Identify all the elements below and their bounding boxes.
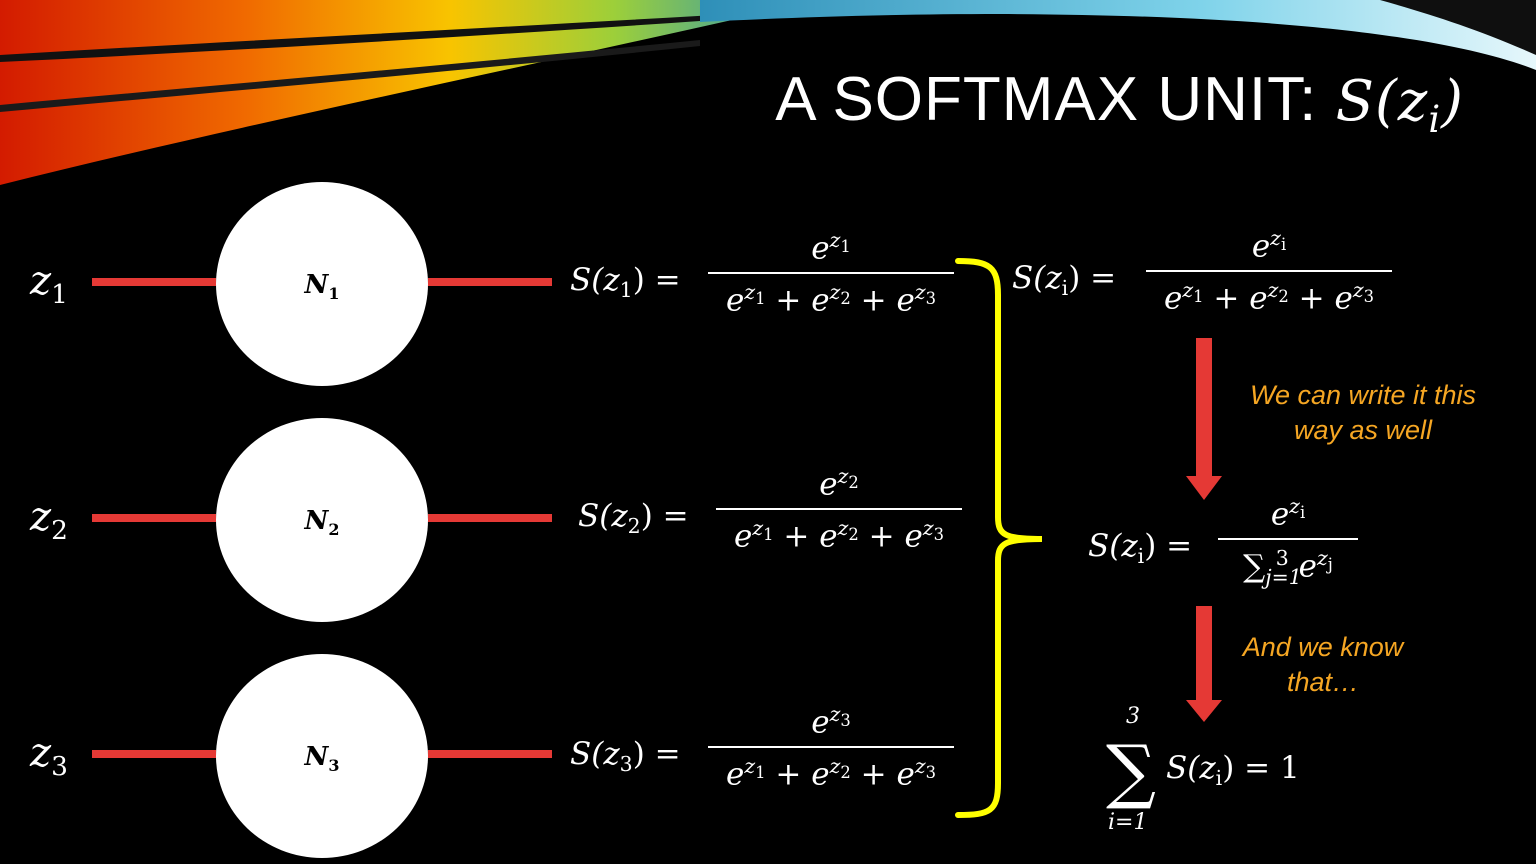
down-arrow-1 [1186, 338, 1222, 500]
slide-title: A SOFTMAX UNIT: S(zi) [775, 64, 1464, 141]
equation-3-fraction: ez3 ez1 + ez2 + ez3 [708, 702, 954, 793]
input-connector-3 [92, 750, 216, 758]
final-sum-symbol: ∑ [1106, 730, 1156, 812]
title-math: S(zi) [1335, 69, 1464, 141]
equation-1-fraction: ez1 ez1 + ez2 + ez3 [708, 228, 954, 319]
equation-2-fraction: ez2 ez1 + ez2 + ez3 [716, 464, 962, 555]
note-2-line-1: And we know [1242, 632, 1404, 662]
neuron-n2: N2 [216, 418, 428, 622]
note-write-this-way: We can write it this way as well [1222, 378, 1504, 448]
equation-2-numerator: ez2 [819, 464, 859, 503]
input-label-z3: z3 [30, 730, 68, 782]
equation-3-denominator: ez1 + ez2 + ez3 [708, 746, 954, 793]
down-arrow-2 [1186, 606, 1222, 722]
output-connector-3 [428, 750, 552, 758]
general-equation-denominator: ez1 + ez2 + ez3 [1146, 270, 1392, 317]
final-sum-body: S(zi) = 1 [1166, 750, 1300, 791]
output-connector-1 [428, 278, 552, 286]
equation-3-lhs: S(z3) = [570, 736, 681, 777]
title-math-close: ) [1441, 69, 1464, 134]
neuron-label-n3: N3 [304, 742, 340, 776]
input-connector-1 [92, 278, 216, 286]
title-math-sub: i [1428, 98, 1442, 142]
equation-1-lhs: S(z1) = [570, 262, 681, 303]
neuron-label-n2: N2 [304, 506, 340, 540]
equation-1-numerator: ez1 [811, 228, 851, 267]
final-sum-lower: i=1 [1108, 810, 1148, 835]
equation-1-denominator: ez1 + ez2 + ez3 [708, 272, 954, 319]
equation-3-numerator: ez3 [811, 702, 851, 741]
final-sum-upper: 3 [1126, 704, 1140, 729]
equation-2-denominator: ez1 + ez2 + ez3 [716, 508, 962, 555]
input-label-z2: z2 [30, 494, 68, 546]
neuron-n1: N1 [216, 182, 428, 386]
note-1-line-2: way as well [1293, 415, 1433, 445]
general-equation-numerator: ezi [1251, 226, 1287, 265]
neuron-label-n1: N1 [304, 270, 340, 304]
input-connector-2 [92, 514, 216, 522]
note-1-line-1: We can write it this [1249, 380, 1477, 410]
note-we-know-that: And we know that… [1212, 630, 1434, 700]
title-math-s: S(z [1335, 69, 1429, 134]
sigma-equation-denominator: ∑j=13 ezj [1218, 538, 1358, 589]
input-label-z1: z1 [30, 258, 68, 310]
yellow-brace [955, 258, 1043, 818]
sigma-equation-lhs: S(zi) = [1088, 528, 1193, 569]
title-text: A SOFTMAX UNIT: [775, 65, 1336, 134]
general-equation-lhs: S(zi) = [1012, 260, 1117, 301]
sigma-equation-numerator: ezi [1270, 494, 1306, 533]
sigma-equation-fraction: ezi ∑j=13 ezj [1218, 494, 1358, 589]
general-equation-fraction: ezi ez1 + ez2 + ez3 [1146, 226, 1392, 317]
output-connector-2 [428, 514, 552, 522]
neuron-n3: N3 [216, 654, 428, 858]
note-2-line-2: that… [1286, 667, 1360, 697]
equation-2-lhs: S(z2) = [578, 498, 689, 539]
